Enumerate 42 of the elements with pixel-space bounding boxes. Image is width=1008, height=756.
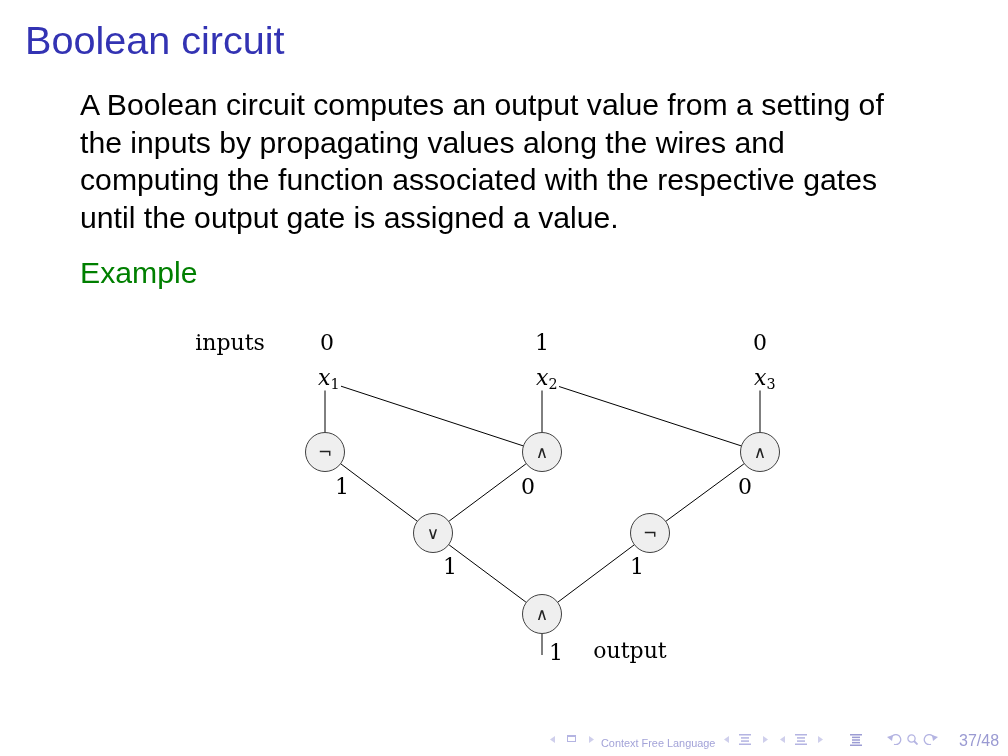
gate-circle [305,432,345,472]
value-label: 1 [535,332,549,354]
slide-title: Boolean circuit [25,21,285,61]
gate-circle [630,513,670,553]
value-label: 1 [630,556,644,578]
wire-line [665,463,745,522]
wire-line [759,390,761,433]
gate-circle [522,432,562,472]
value-label: 0 [753,332,767,354]
footer-title: Context Free Language [601,737,716,749]
gate-symbol: ¬ [642,524,658,542]
value-label: 1 [335,476,349,498]
gate-symbol: ∨ [426,524,440,542]
wire-line [557,544,635,603]
value-label: 0 [521,476,535,498]
wire-line [448,463,527,522]
gate-symbol: ¬ [317,443,333,461]
wire-line [324,390,326,433]
gate-symbol: ∧ [753,443,767,461]
wire-line [340,385,524,447]
value-label: 1 [443,556,457,578]
wire-line [541,633,543,656]
variable-label: x$_{1}$ [318,367,340,389]
wire-line [340,463,418,522]
body-text: A Boolean circuit computes an output value from a setting of the inputs by propagating values along the wires and computing the function associated with the respective gates until the output gate is assigned a value. [80,87,885,236]
row-label: inputs [195,332,265,354]
page-number: 37/48 [959,733,1000,749]
wire-line [541,390,543,433]
gate-symbol: ∧ [535,605,549,623]
value-label: 1 [549,642,563,664]
variable-label: x$_{2}$ [536,367,558,389]
gate-circle [522,594,562,634]
output-label: output [593,640,667,662]
gate-circle [740,432,780,472]
gate-symbol: ∧ [535,443,549,461]
example-heading: Example [80,255,198,291]
wire-line [558,386,742,447]
variable-label: x$_{3}$ [754,367,776,389]
value-label: 0 [320,332,334,354]
gate-circle [413,513,453,553]
wire-line [448,544,527,603]
value-label: 0 [738,476,752,498]
